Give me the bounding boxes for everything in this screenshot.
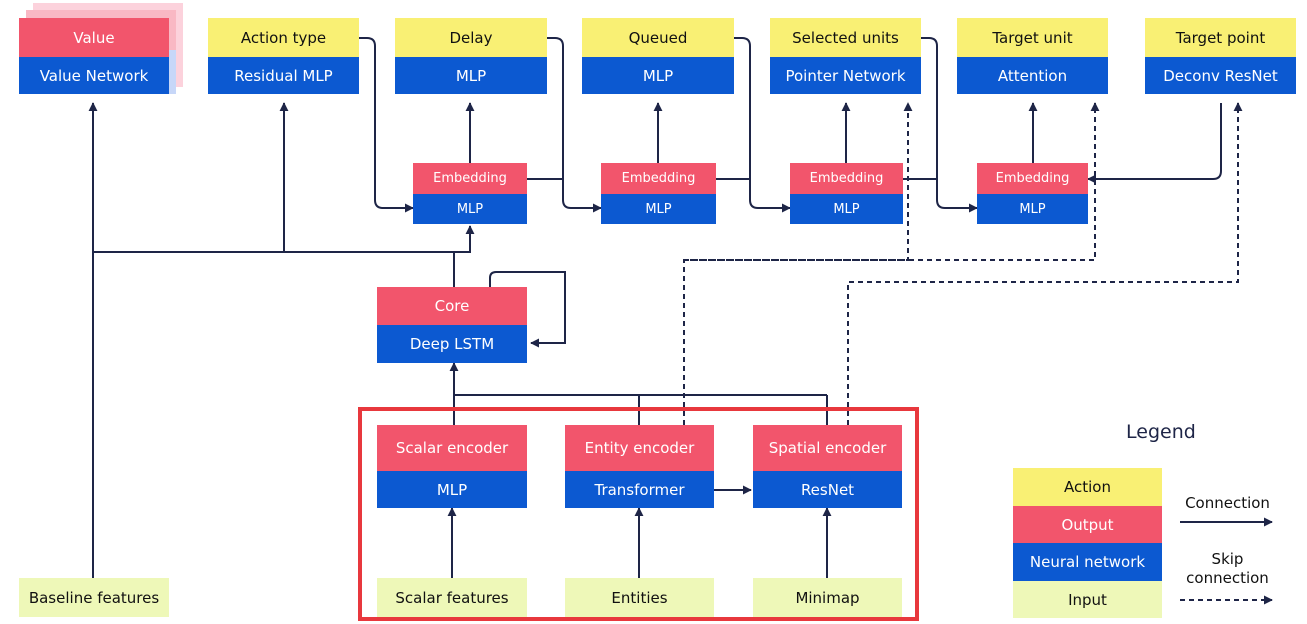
spatial-encoder-resnet: ResNet (753, 471, 902, 508)
core-deep-lstm: Deep LSTM (377, 325, 527, 363)
legend-skip-label-line2: connection (1186, 569, 1269, 587)
legend-skip-label-line1: Skip (1211, 550, 1244, 568)
entity-encoder-head: Entity encoder (565, 425, 714, 471)
core-head: Core (377, 287, 527, 325)
selected-units-head: Selected units (770, 18, 921, 57)
entities-input: Entities (565, 578, 714, 617)
delay-network: MLP (395, 57, 547, 94)
target-unit-network: Attention (957, 57, 1108, 94)
queued-to-emb3 (734, 37, 791, 213)
target-point-head: Target point (1145, 18, 1296, 57)
queued-head: Queued (582, 18, 734, 57)
legend-neural-network-swatch: Neural network (1013, 543, 1162, 581)
scalar-encoder-head: Scalar encoder (377, 425, 527, 471)
legend-action-swatch: Action (1013, 468, 1162, 506)
embedding-1-mlp: MLP (413, 194, 527, 224)
legend-input-swatch: Input (1013, 581, 1162, 618)
encoder-highlight-frame (358, 407, 919, 621)
skip-entity-to-pointer (683, 102, 913, 425)
delay-to-emb2 (547, 37, 602, 213)
scalar-encoder-mlp: MLP (377, 471, 527, 508)
spatial-encoder-head: Spatial encoder (753, 425, 902, 471)
scalar-features-input: Scalar features (377, 578, 527, 617)
minimap-input: Minimap (753, 578, 902, 617)
target-point-to-emb4 (1087, 103, 1222, 184)
embedding-1-head: Embedding (413, 163, 527, 194)
embedding-3-mlp: MLP (790, 194, 903, 224)
embedding-3-head: Embedding (790, 163, 903, 194)
delay-head: Delay (395, 18, 547, 57)
bus-to-embedding1 (454, 225, 475, 253)
legend-output-swatch: Output (1013, 506, 1162, 543)
entity-encoder-transformer: Transformer (565, 471, 714, 508)
legend-title: Legend (1126, 421, 1196, 443)
selected-units-network: Pointer Network (770, 57, 921, 94)
legend-connection-label: Connection (1185, 494, 1270, 512)
value-head: Value (19, 18, 169, 57)
baseline-features-input: Baseline features (19, 578, 169, 617)
target-point-network: Deconv ResNet (1145, 57, 1296, 94)
embedding-2-head: Embedding (601, 163, 716, 194)
value-network: Value Network (19, 57, 169, 94)
skip-spatial-to-deconv (847, 102, 1243, 425)
selected-to-emb4 (921, 37, 978, 213)
embedding-4-head: Embedding (977, 163, 1088, 194)
skip-entity-to-attention (684, 102, 1100, 261)
core-recurrent-loop (489, 271, 566, 348)
target-unit-head: Target unit (957, 18, 1108, 57)
queued-network: MLP (582, 57, 734, 94)
action-type-head: Action type (208, 18, 359, 57)
embedding-4-mlp: MLP (977, 194, 1088, 224)
action-type-network: Residual MLP (208, 57, 359, 94)
action-type-to-emb1 (359, 37, 414, 213)
embedding-2-mlp: MLP (601, 194, 716, 224)
